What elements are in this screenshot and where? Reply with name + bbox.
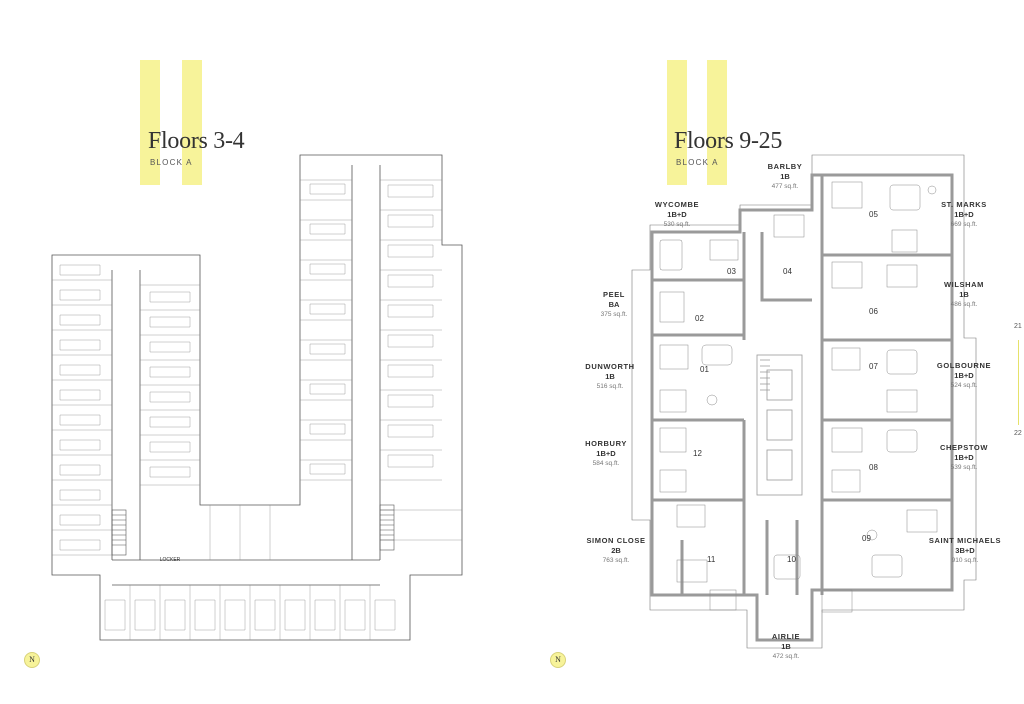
- unit-number: 02: [695, 314, 704, 323]
- unit-number: 05: [869, 210, 878, 219]
- unit-size: 910 sq.ft.: [951, 557, 979, 564]
- unit-number: 07: [869, 362, 878, 371]
- unit-type: 1B: [959, 290, 969, 299]
- unit-type: 3B+D: [955, 546, 975, 555]
- unit-name: SIMON CLOSE: [586, 536, 646, 545]
- locker-label: LOCKER: [159, 557, 181, 563]
- accent-bar: [182, 60, 202, 185]
- unit-size: 669 sq.ft.: [950, 221, 978, 228]
- unit-label-horbury: HORBURY 1B+D 584 sq.ft.: [574, 439, 638, 469]
- unit-type: 1B: [780, 172, 790, 181]
- block-label: BLOCK A: [676, 158, 719, 167]
- unit-type: 2B: [611, 546, 621, 555]
- unit-type: 1B: [781, 642, 791, 651]
- unit-size: 472 sq.ft.: [772, 653, 800, 660]
- unit-type: 1B+D: [954, 371, 974, 380]
- block-label: BLOCK A: [150, 158, 193, 167]
- floor-plan-floors-9-25: 01 02 03 04 05 06 07 08 09 10 11 12: [631, 154, 977, 649]
- unit-label-wilsham: WILSHAM 1B 486 sq.ft.: [932, 280, 996, 310]
- unit-name: WYCOMBE: [654, 200, 700, 209]
- unit-type: 1B+D: [954, 210, 974, 219]
- unit-number: 04: [783, 267, 792, 276]
- accent-bar: [140, 60, 160, 185]
- unit-label-peel: PEEL BA 375 sq.ft.: [584, 290, 644, 320]
- accent-bar: [707, 60, 727, 185]
- unit-type: BA: [608, 300, 620, 309]
- unit-number: 08: [869, 463, 878, 472]
- floor-plan-floors-3-4: [51, 154, 463, 641]
- north-arrow-icon: N: [550, 652, 566, 668]
- unit-number: 01: [700, 365, 709, 374]
- unit-label-saint-michaels: SAINT MICHAELS 3B+D 910 sq.ft.: [918, 536, 1012, 566]
- unit-number: 06: [869, 307, 878, 316]
- unit-size: 477 sq.ft.: [771, 183, 799, 190]
- page-divider-line: [1018, 340, 1019, 425]
- right-page: Floors 9-25 BLOCK A: [512, 0, 1024, 704]
- floors-title: Floors 9-25: [674, 128, 783, 154]
- unit-name: ST. MARKS: [941, 200, 987, 209]
- unit-name: WILSHAM: [943, 280, 985, 289]
- unit-name: BARLBY: [767, 162, 803, 171]
- unit-name: PEEL: [603, 290, 625, 299]
- unit-type: 1B+D: [954, 453, 974, 462]
- north-arrow-icon: N: [24, 652, 40, 668]
- unit-label-airlie: AIRLIE 1B 472 sq.ft.: [756, 632, 816, 662]
- unit-number: 11: [707, 555, 716, 564]
- unit-size: 530 sq.ft.: [663, 221, 691, 228]
- unit-type: 1B+D: [667, 210, 687, 219]
- page-number: 21: [1014, 323, 1022, 330]
- unit-name: CHEPSTOW: [940, 443, 988, 452]
- unit-size: 524 sq.ft.: [950, 382, 978, 389]
- unit-label-dunworth: DUNWORTH 1B 516 sq.ft.: [578, 362, 642, 392]
- unit-name: GOLBOURNE: [936, 361, 992, 370]
- unit-number: 10: [787, 555, 796, 564]
- unit-size: 486 sq.ft.: [950, 301, 978, 308]
- unit-label-st-marks: ST. MARKS 1B+D 669 sq.ft.: [932, 200, 996, 230]
- floors-title: Floors 3-4: [148, 128, 245, 154]
- unit-size: 375 sq.ft.: [600, 311, 628, 318]
- unit-label-barlby: BARLBY 1B 477 sq.ft.: [755, 162, 815, 192]
- accent-bar: [667, 60, 687, 185]
- unit-name: HORBURY: [585, 439, 627, 448]
- unit-number: 12: [693, 449, 702, 458]
- unit-type: 1B+D: [596, 449, 616, 458]
- page-number: 22: [1014, 430, 1022, 437]
- unit-name: SAINT MICHAELS: [928, 536, 1002, 545]
- unit-type: 1B: [605, 372, 615, 381]
- unit-number: 09: [862, 534, 871, 543]
- unit-label-simon-close: SIMON CLOSE 2B 763 sq.ft.: [578, 536, 654, 566]
- unit-name: DUNWORTH: [585, 362, 635, 371]
- unit-label-chepstow: CHEPSTOW 1B+D 539 sq.ft.: [932, 443, 996, 473]
- unit-size: 539 sq.ft.: [950, 464, 978, 471]
- left-page: Floors 3-4 BLOCK A: [24, 60, 463, 668]
- unit-label-wycombe: WYCOMBE 1B+D 530 sq.ft.: [647, 200, 707, 230]
- unit-number: 03: [727, 267, 736, 276]
- unit-size: 763 sq.ft.: [602, 557, 630, 564]
- unit-size: 584 sq.ft.: [592, 460, 620, 467]
- unit-name: AIRLIE: [771, 632, 801, 641]
- unit-size: 516 sq.ft.: [596, 383, 624, 390]
- unit-label-golbourne: GOLBOURNE 1B+D 524 sq.ft.: [930, 361, 998, 391]
